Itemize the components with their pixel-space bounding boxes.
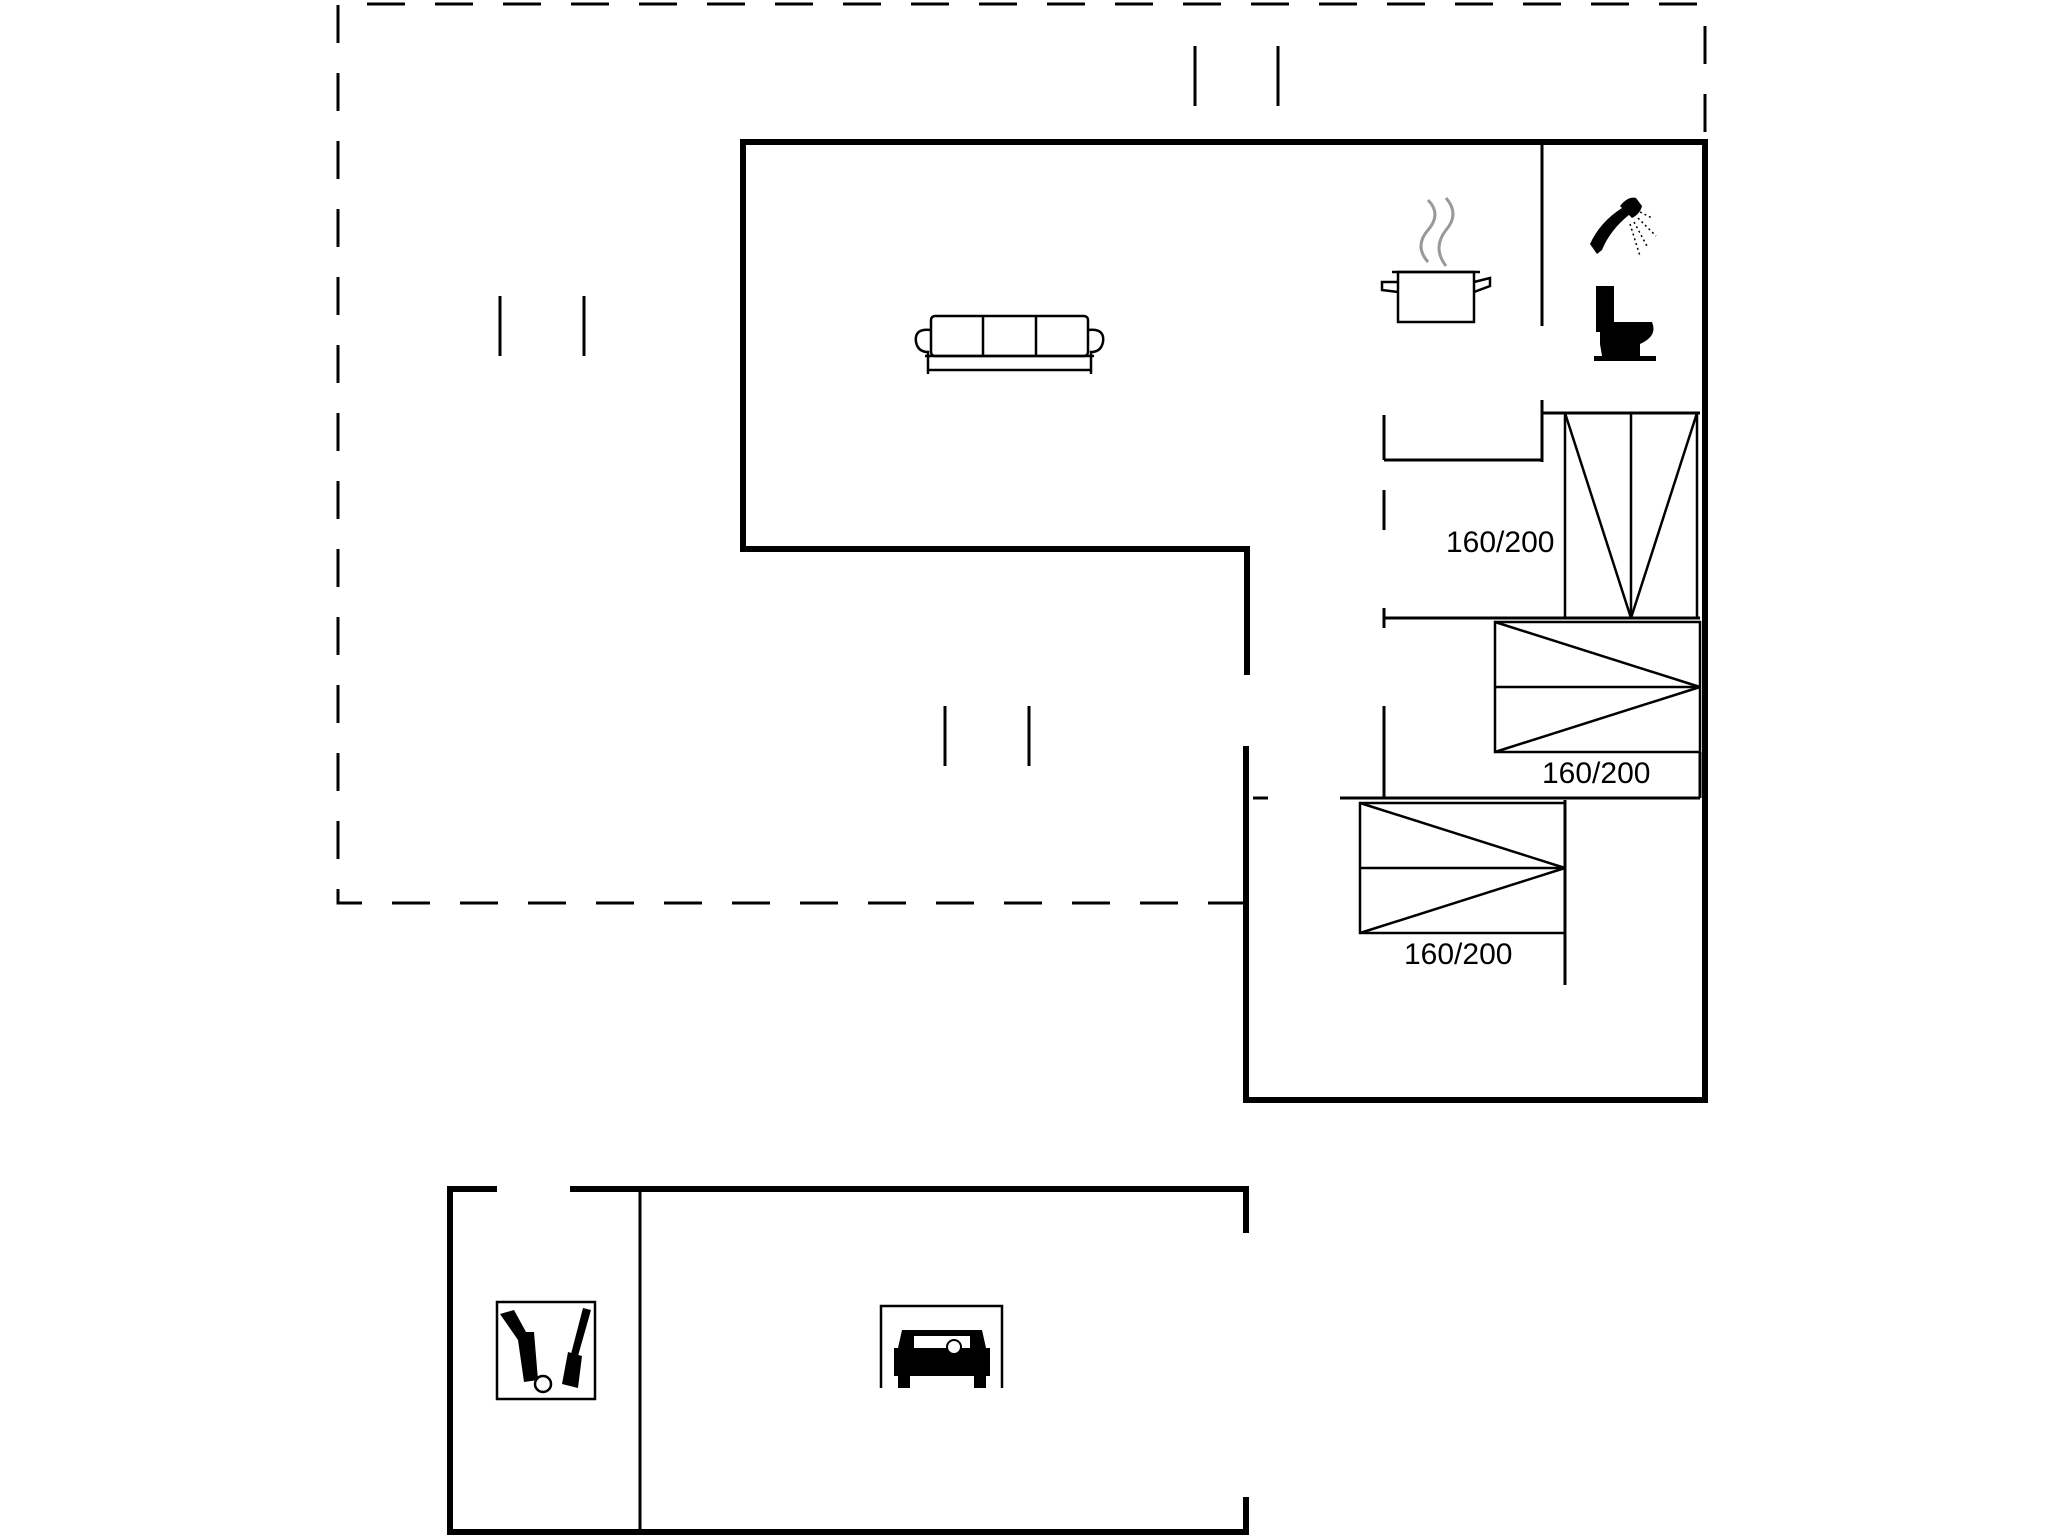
- toilet-icon: [1594, 286, 1656, 361]
- tools-icon: [495, 1300, 597, 1401]
- shower-icon: [1590, 197, 1657, 257]
- house-exterior-walls: [740, 139, 1708, 1103]
- terrace-outline: [336, 2, 1707, 905]
- car-icon: [879, 1304, 1004, 1388]
- bed-label-3: 160/200: [1404, 938, 1512, 971]
- cooking-pot-icon: [1380, 197, 1492, 324]
- bed-label-2: 160/200: [1542, 757, 1650, 790]
- bed-1: [1563, 411, 1699, 620]
- bed-label-1: 160/200: [1446, 526, 1554, 559]
- bed-3: [1358, 801, 1567, 935]
- terrace-beams: [498, 46, 1280, 766]
- sofa-icon: [914, 314, 1105, 374]
- outbuilding-walls: [447, 1186, 1249, 1535]
- bed-2: [1493, 620, 1702, 798]
